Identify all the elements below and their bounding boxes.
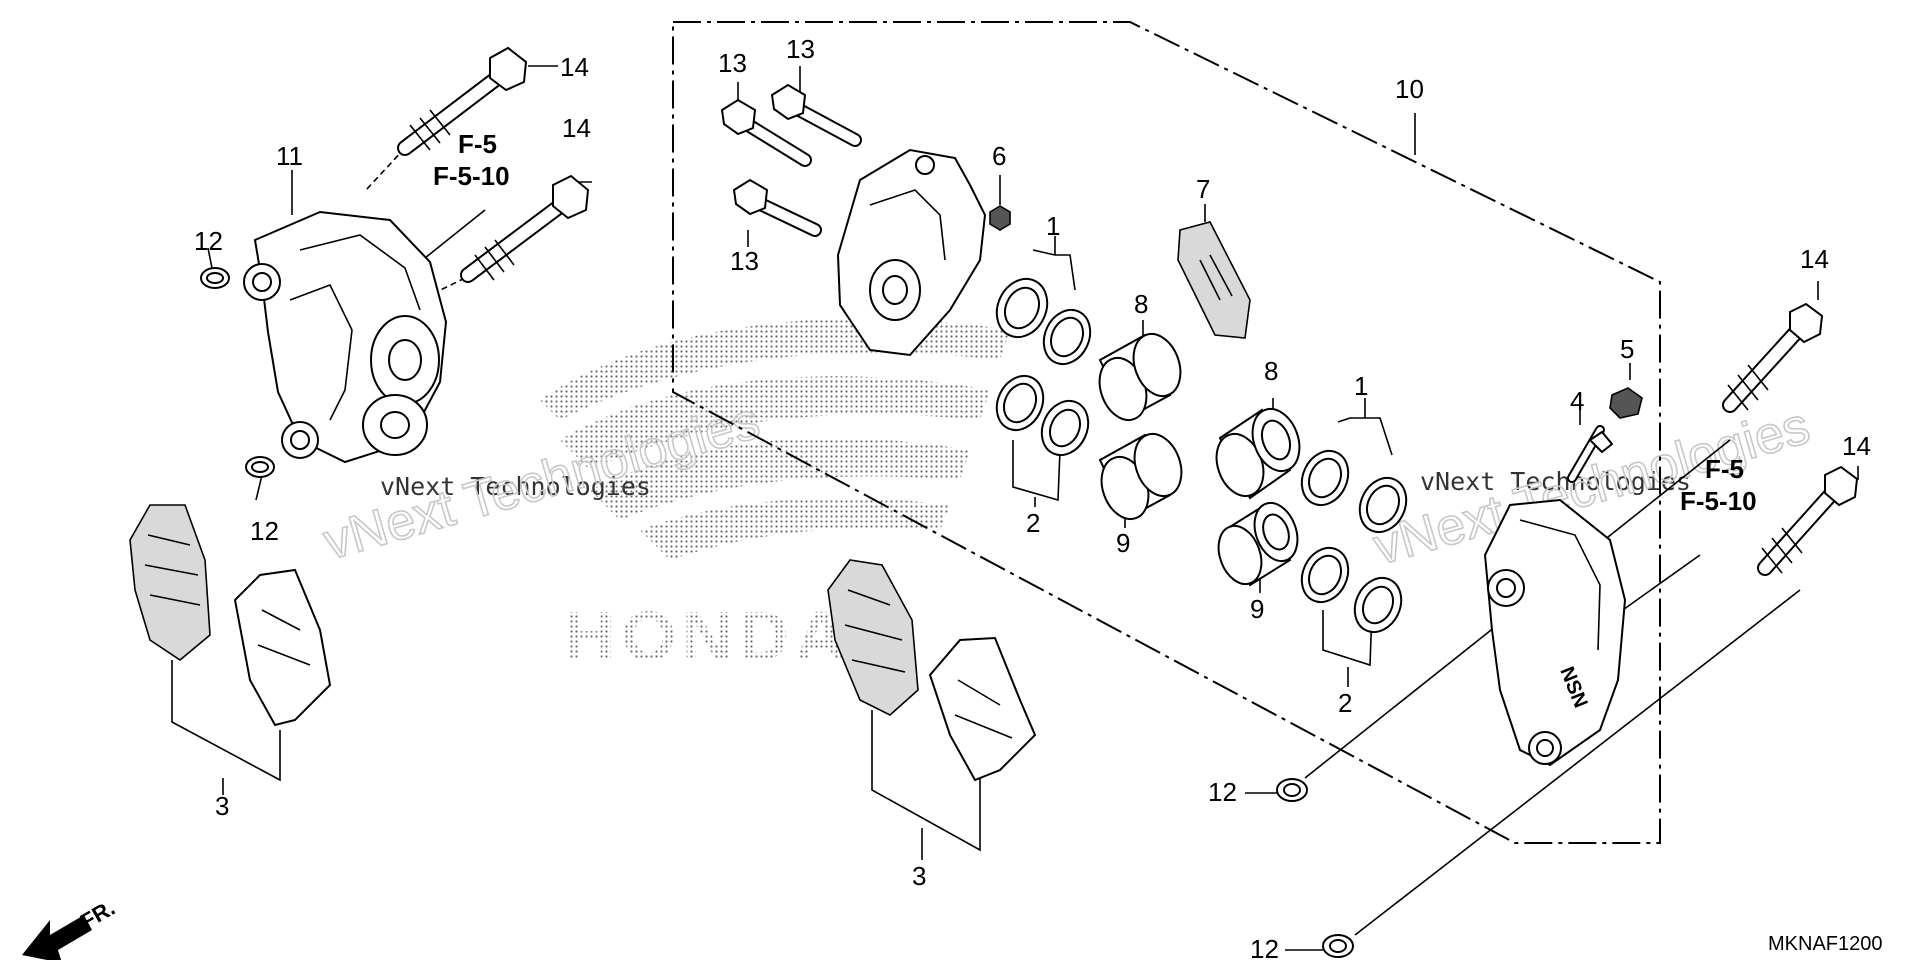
- right-collar-upper: [1276, 778, 1308, 802]
- bracket-bolts: [720, 83, 862, 237]
- callout-9-upper: 9: [1116, 528, 1130, 558]
- caliper-bracket: [836, 148, 987, 357]
- front-direction-arrow: FR.: [22, 895, 119, 960]
- callout-8-upper: 8: [1134, 289, 1148, 319]
- left-collar-upper: [200, 267, 230, 289]
- pistons-upper: [1098, 333, 1183, 520]
- nut-6: [989, 205, 1011, 231]
- figure-code: MKNAF1200: [1768, 933, 1883, 955]
- piston-seals-lower: [1300, 449, 1408, 634]
- callout-3-left: 3: [215, 791, 229, 821]
- ref-f5-right: F-5: [1705, 454, 1744, 484]
- callout-6: 6: [992, 141, 1006, 171]
- assembly-boundary-frame: [672, 21, 1661, 844]
- callout-12-right-lower: 12: [1250, 934, 1279, 960]
- callout-3-middle: 3: [912, 861, 926, 891]
- bleeder-valve: [1567, 425, 1614, 483]
- watermark-text-left: vNext Technologies: [380, 472, 651, 501]
- callout-7: 7: [1196, 174, 1210, 204]
- left-brake-pads: [129, 504, 332, 727]
- right-mounting-bolt-lower: [1757, 465, 1859, 576]
- callout-2-upper: 2: [1026, 508, 1040, 538]
- honda-brand-watermark: HONDA: [565, 597, 852, 675]
- callout-14-lower-right: 14: [1842, 431, 1871, 461]
- piston-seals-upper: [995, 277, 1092, 457]
- ref-f510-left: F-5-10: [433, 161, 510, 191]
- callout-13-b: 13: [786, 34, 815, 64]
- pad-spring: [1177, 221, 1251, 339]
- callout-12-left-upper: 12: [194, 226, 223, 256]
- left-mounting-bolt-upper: [397, 46, 528, 156]
- left-mounting-bolt-lower: [460, 174, 590, 283]
- right-mounting-bolt-upper: [1722, 302, 1824, 413]
- callout-14-lower-left: 14: [562, 113, 591, 143]
- callout-13-a: 13: [718, 48, 747, 78]
- bleeder-cap: [1609, 387, 1643, 419]
- callout-8-lower: 8: [1264, 356, 1278, 386]
- callout-5: 5: [1620, 334, 1634, 364]
- callout-11: 11: [276, 141, 303, 171]
- right-caliper-body: NSN: [1483, 498, 1627, 767]
- pistons-lower: [1215, 408, 1301, 587]
- callout-1-upper: 1: [1046, 211, 1060, 241]
- ref-f5-left: F-5: [458, 129, 497, 159]
- callout-14-upper-right: 14: [1800, 244, 1829, 274]
- watermark-text-right: vNext Technologies: [1420, 467, 1691, 496]
- callout-9-lower: 9: [1250, 594, 1264, 624]
- middle-brake-pads: [827, 559, 1037, 782]
- callout-13-c: 13: [730, 246, 759, 276]
- right-collar-lower: [1322, 934, 1354, 958]
- ref-f510-right: F-5-10: [1680, 486, 1757, 516]
- callout-4: 4: [1570, 386, 1584, 416]
- callout-12-left-lower: 12: [250, 516, 279, 546]
- callout-1-lower: 1: [1354, 371, 1368, 401]
- callout-10: 10: [1395, 74, 1424, 104]
- callout-12-right-upper: 12: [1208, 777, 1237, 807]
- callout-2-lower: 2: [1338, 688, 1352, 718]
- callout-14-upper-left: 14: [560, 52, 589, 82]
- left-caliper-body: [243, 210, 448, 464]
- left-collar-lower: [245, 456, 275, 478]
